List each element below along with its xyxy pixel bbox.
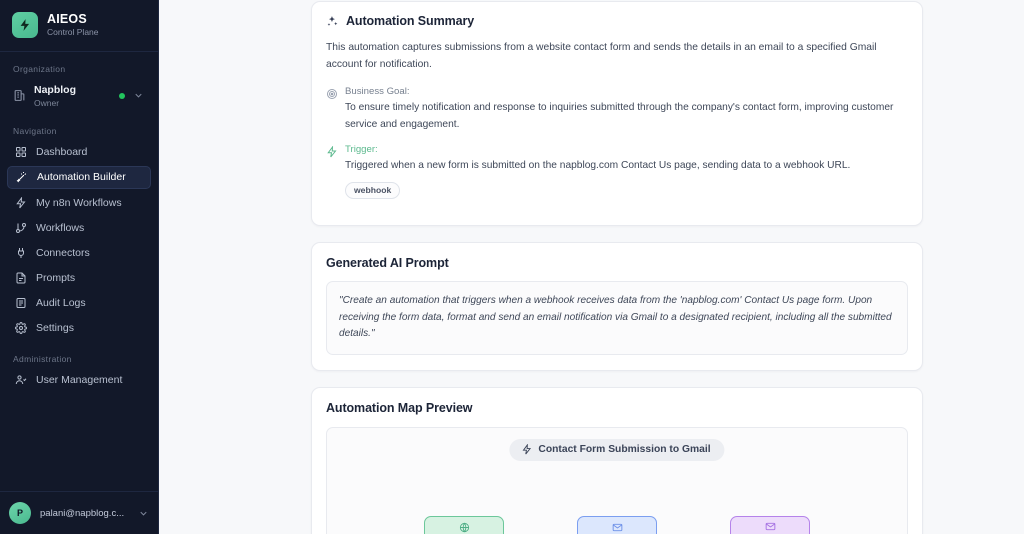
generated-ai-prompt-card: Generated AI Prompt "Create an automatio…	[311, 242, 923, 372]
organization-role: Owner	[34, 97, 60, 108]
business-goal-body: Business Goal: To ensure timely notifica…	[345, 86, 908, 133]
automation-map-preview-card: Automation Map Preview Contact Form Subm…	[311, 387, 923, 534]
organization-name: Napblog	[34, 84, 76, 96]
users-icon	[15, 374, 27, 386]
business-goal-block: Business Goal: To ensure timely notifica…	[326, 86, 908, 133]
chevron-down-icon[interactable]	[138, 508, 149, 519]
wand-sparkles-icon	[16, 171, 28, 183]
building-icon	[13, 89, 26, 102]
mail-icon	[765, 521, 776, 532]
sidebar-item-prompts[interactable]: Prompts	[7, 267, 151, 289]
business-goal-text: To ensure timely notification and respon…	[345, 102, 894, 130]
sidebar-item-label: Dashboard	[36, 145, 88, 158]
flow-title-label: Contact Form Submission to Gmail	[538, 444, 711, 456]
automation-summary-header: Automation Summary	[326, 14, 908, 28]
sidebar-item-automation-builder[interactable]: Automation Builder	[7, 165, 151, 189]
sidebar-item-connectors[interactable]: Connectors	[7, 242, 151, 264]
organization-text: Napblog Owner	[34, 84, 111, 108]
primary-navigation: Dashboard Automation Builder My n8n Work…	[0, 141, 158, 342]
bolt-icon	[326, 145, 338, 158]
automation-summary-description: This automation captures submissions fro…	[326, 42, 877, 70]
grid-icon	[15, 146, 27, 158]
automation-map-canvas[interactable]: Contact Form Submission to Gmail Contact…	[326, 427, 908, 534]
generated-ai-prompt-box: "Create an automation that triggers when…	[326, 281, 908, 356]
generated-ai-prompt-title: Generated AI Prompt	[326, 256, 449, 271]
bolt-icon	[521, 444, 532, 455]
sidebar-item-label: My n8n Workflows	[36, 196, 122, 209]
organization-switcher[interactable]: Napblog Owner	[7, 79, 151, 114]
trigger-label: Trigger:	[345, 143, 378, 155]
app-title: AIEOS	[47, 12, 87, 27]
plug-icon	[15, 247, 27, 259]
sidebar-item-label: Prompts	[36, 271, 76, 284]
git-branch-icon	[15, 222, 27, 234]
sidebar-spacer	[0, 394, 158, 491]
mail-icon	[612, 522, 623, 533]
administration-navigation: User Management	[0, 369, 158, 394]
flow-node-send-email-via-gmail[interactable]: Send Email via Gmail	[577, 516, 657, 534]
chevron-down-icon[interactable]	[133, 90, 144, 101]
bolt-icon	[15, 196, 27, 209]
flow-node-email-notification-sent[interactable]: Email Notification Sent	[730, 516, 810, 534]
trigger-body: Trigger: Triggered when a new form is su…	[345, 143, 908, 200]
sidebar-item-audit-logs[interactable]: Audit Logs	[7, 292, 151, 314]
automation-map-preview-title: Automation Map Preview	[326, 401, 473, 416]
avatar: P	[9, 502, 31, 524]
flow-title-pill: Contact Form Submission to Gmail	[509, 439, 725, 462]
sidebar-item-dashboard[interactable]: Dashboard	[7, 141, 151, 163]
navigation-section-label: Navigation	[13, 125, 57, 136]
sidebar-item-my-n8n-workflows[interactable]: My n8n Workflows	[7, 192, 151, 214]
sidebar-item-settings[interactable]: Settings	[7, 317, 151, 339]
sidebar-item-workflows[interactable]: Workflows	[7, 217, 151, 239]
globe-icon	[459, 522, 470, 533]
document-icon	[15, 272, 27, 284]
sparkles-icon	[326, 15, 339, 28]
clipboard-list-icon	[15, 297, 27, 309]
sidebar-item-label: Automation Builder	[37, 171, 126, 184]
organization-section-label: Organization	[13, 64, 66, 74]
trigger-block: Trigger: Triggered when a new form is su…	[326, 143, 908, 200]
flow-diagram: Contact Form Webhook Send Email via Gmai…	[327, 516, 907, 534]
sidebar-item-label: Connectors	[36, 246, 90, 259]
automation-summary-card: Automation Summary This automation captu…	[311, 1, 923, 227]
sidebar: AIEOS Control Plane Organization Napblog…	[0, 0, 159, 534]
sidebar-item-label: Audit Logs	[36, 296, 86, 309]
brand-header[interactable]: AIEOS Control Plane	[0, 0, 158, 52]
sidebar-item-label: User Management	[36, 373, 123, 386]
app-logo-icon	[12, 12, 38, 38]
flow-node-contact-form[interactable]: Contact Form Webhook	[424, 516, 504, 534]
administration-section-label: Administration	[13, 353, 72, 364]
app-subtitle: Control Plane	[47, 26, 99, 37]
trigger-text: Triggered when a new form is submitted o…	[345, 159, 851, 171]
business-goal-label: Business Goal:	[345, 86, 410, 98]
trigger-chip-row: webhook	[345, 180, 908, 200]
sidebar-item-label: Settings	[36, 321, 74, 334]
target-icon	[326, 88, 338, 100]
status-dot	[119, 92, 125, 99]
sidebar-item-label: Workflows	[36, 221, 85, 234]
generated-ai-prompt-text: "Create an automation that triggers when…	[339, 295, 892, 339]
user-email: palani@napblog.c...	[40, 507, 125, 519]
main-content: Automation Summary This automation captu…	[159, 0, 1024, 534]
page-title: Automation Summary	[346, 14, 475, 28]
user-account-menu[interactable]: P palani@napblog.c...	[0, 491, 158, 534]
sidebar-item-user-management[interactable]: User Management	[7, 369, 151, 391]
content-column: Automation Summary This automation captu…	[311, 0, 923, 534]
status-badge: webhook	[345, 182, 401, 200]
brand-text: AIEOS Control Plane	[47, 12, 99, 37]
gear-icon	[15, 321, 27, 334]
